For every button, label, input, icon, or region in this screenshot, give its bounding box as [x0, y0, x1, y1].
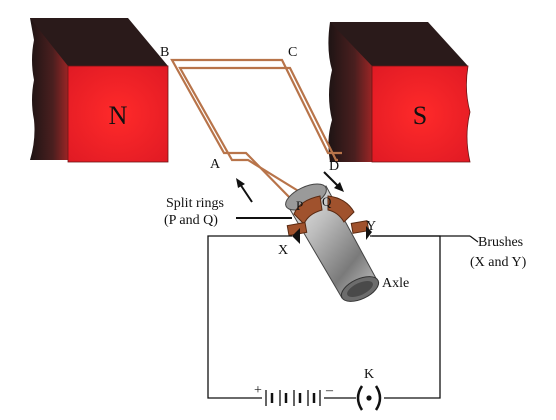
split-ring-q: [327, 195, 355, 223]
south-magnet-top: [330, 22, 468, 66]
split-ring-label-q: Q: [322, 194, 332, 209]
north-magnet-face: [67, 65, 169, 163]
coil-label-a: A: [210, 157, 221, 172]
south-magnet: S: [328, 22, 471, 163]
coil-wire-left: [170, 58, 342, 201]
north-pole-label: N: [109, 101, 128, 130]
south-magnet-side: [328, 22, 372, 162]
coil-label-d: D: [329, 159, 339, 174]
current-arrow-up-icon: [236, 178, 253, 203]
brush-label-y: Y: [366, 219, 376, 234]
north-magnet-top: [30, 18, 168, 66]
brushes-label-line2: (X and Y): [470, 255, 527, 270]
coil-label-b: B: [160, 45, 169, 60]
split-rings-label-line1: Split rings: [166, 196, 224, 211]
split-ring-band-right: [350, 220, 370, 234]
north-magnet: N: [30, 18, 169, 163]
battery-minus-label: –: [325, 383, 334, 398]
coil: [170, 58, 342, 201]
brush-label-x: X: [278, 243, 288, 258]
split-ring-label-p: P: [296, 198, 303, 213]
brush-x: [292, 228, 300, 244]
split-ring-p: [293, 195, 323, 225]
south-magnet-face: [371, 65, 471, 163]
circuit-wire-left: [207, 235, 292, 399]
current-arrow-down-icon: [323, 171, 344, 192]
battery-plus-label: +: [254, 383, 262, 398]
south-pole-label: S: [413, 101, 427, 130]
key-label: K: [364, 367, 374, 382]
axle-label: Axle: [382, 276, 409, 291]
coil-wire-right: [178, 66, 338, 193]
brush-y: [366, 226, 372, 240]
external-circuit: [207, 235, 441, 399]
plug-key: [356, 385, 382, 411]
battery: [265, 390, 321, 406]
split-rings-label-line2: (P and Q): [164, 213, 218, 228]
brushes-label-line1: Brushes: [478, 235, 523, 250]
coil-label-c: C: [288, 45, 297, 60]
circuit-wire-right: [372, 235, 441, 399]
